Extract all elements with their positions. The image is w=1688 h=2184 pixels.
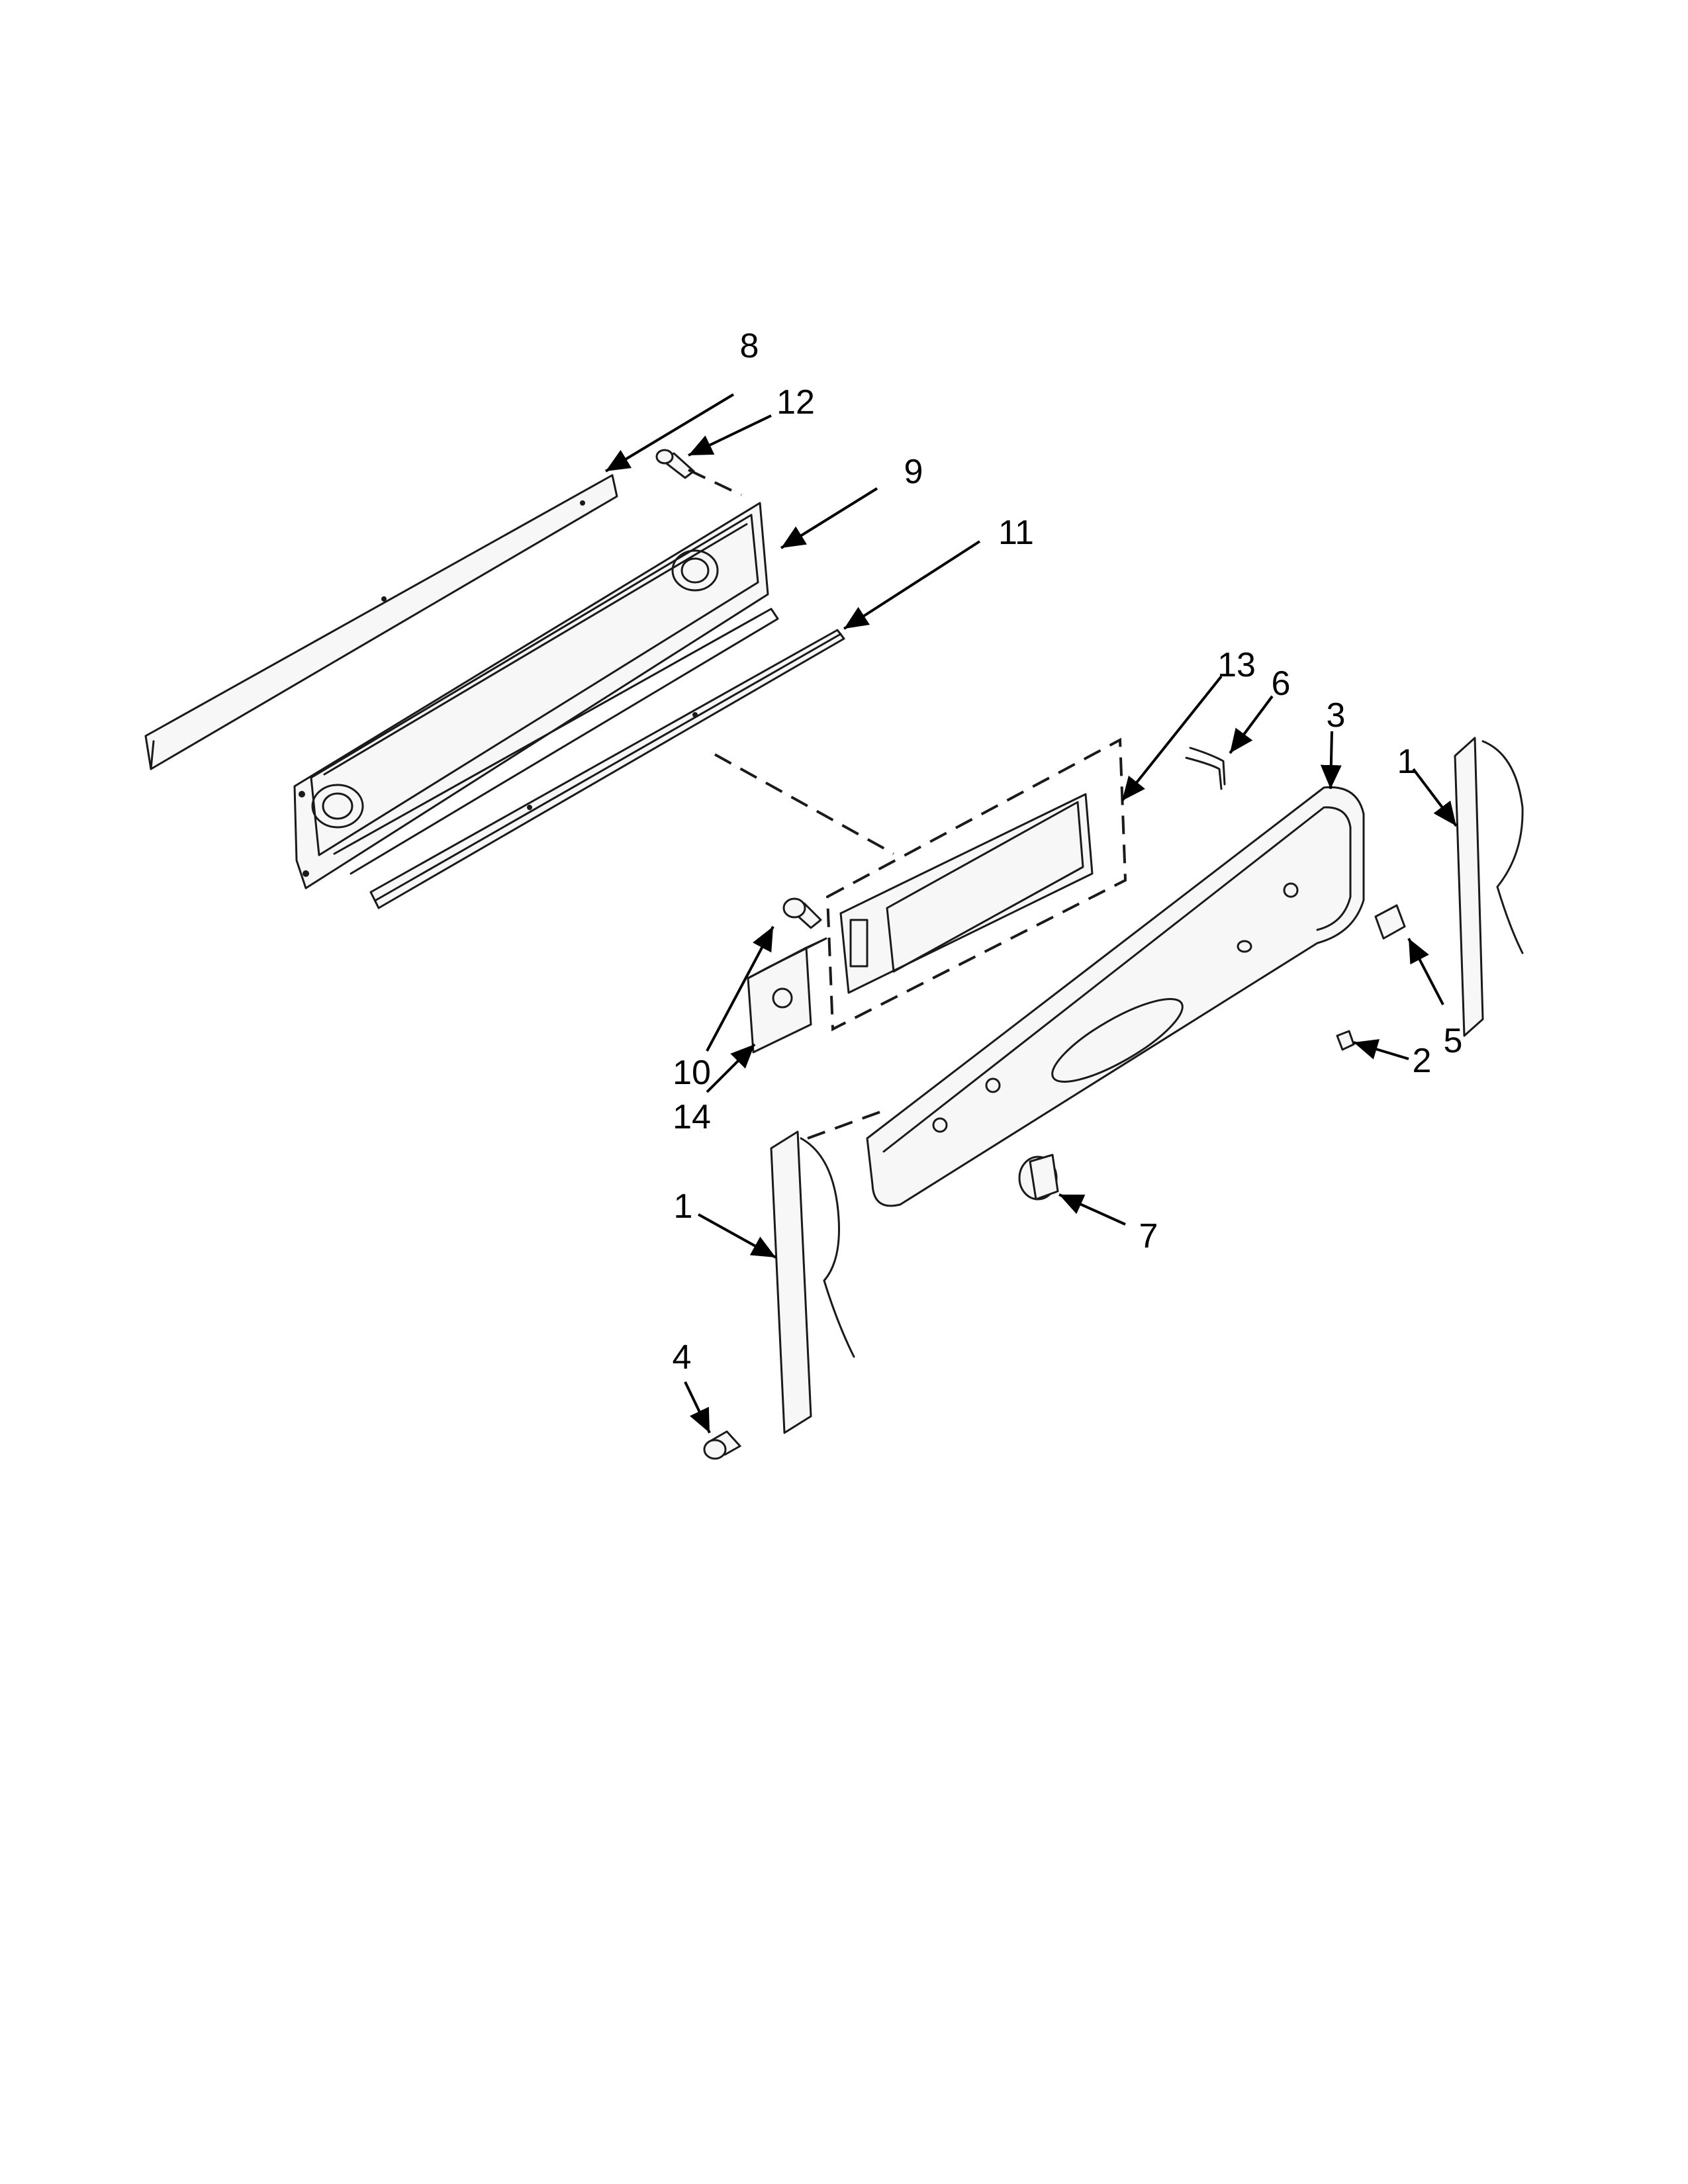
part-control-panel <box>866 786 1365 1207</box>
callout-10: 10 <box>673 1054 711 1092</box>
part-switch-5 <box>1374 904 1406 940</box>
part-wire-harness <box>1185 747 1226 790</box>
callout-1-left: 1 <box>674 1187 693 1226</box>
part-end-cap-left <box>770 1130 855 1434</box>
part-electronic-control <box>825 737 1127 1032</box>
leader-lines <box>604 393 1458 1433</box>
callout-7: 7 <box>1139 1217 1158 1255</box>
callout-4: 4 <box>673 1338 692 1377</box>
part-control-knob <box>1018 1154 1059 1201</box>
part-trim-strip <box>369 629 845 909</box>
callout-8: 8 <box>740 327 759 365</box>
part-switch-block <box>747 937 827 1054</box>
callout-13: 13 <box>1217 646 1256 684</box>
callout-3: 3 <box>1327 696 1346 735</box>
callout-11: 11 <box>998 514 1034 552</box>
callout-1-right: 1 <box>1397 743 1417 781</box>
callout-12: 12 <box>776 383 815 422</box>
part-screw-2 <box>1336 1030 1355 1051</box>
callout-14: 14 <box>673 1098 711 1136</box>
part-screw-4 <box>703 1430 741 1460</box>
callout-labels: 8 12 9 11 13 6 3 1 5 2 10 14 1 7 4 <box>673 327 1463 1377</box>
callout-2: 2 <box>1413 1042 1432 1080</box>
callout-5: 5 <box>1444 1022 1463 1060</box>
part-backguard-frame <box>293 502 779 889</box>
callout-9: 9 <box>904 453 923 491</box>
part-end-cap-right <box>1454 737 1524 1037</box>
part-screw-10 <box>782 897 822 929</box>
callout-6: 6 <box>1272 664 1291 703</box>
part-rear-panel <box>144 474 618 770</box>
